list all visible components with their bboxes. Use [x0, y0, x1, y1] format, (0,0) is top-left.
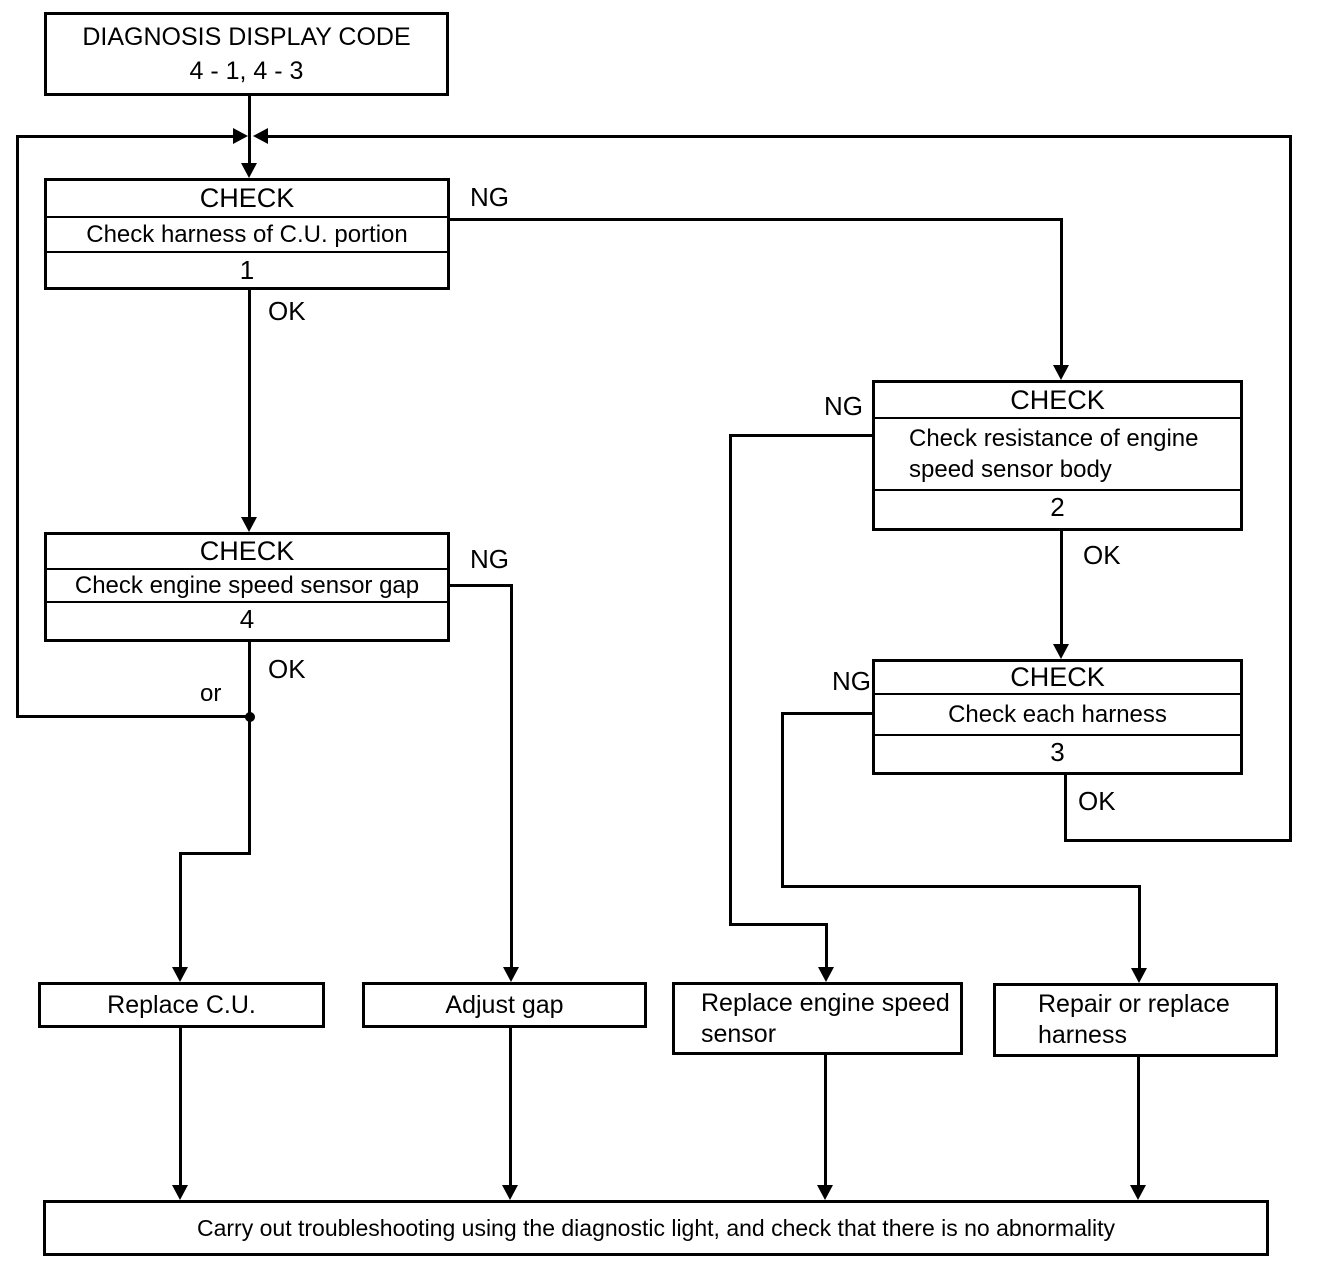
- connector-line: [1289, 135, 1292, 842]
- check-1-number: 1: [47, 251, 447, 287]
- arrowhead-down-icon: [503, 967, 519, 982]
- arrowhead-down-icon: [172, 967, 188, 982]
- check-1-title: CHECK: [199, 183, 295, 213]
- connector-line: [510, 584, 513, 969]
- check-4-ng-label: NG: [470, 544, 509, 574]
- connector-line: [781, 712, 872, 715]
- connector-line: [16, 135, 19, 718]
- arrowhead-left-icon: [253, 128, 268, 144]
- connector-line: [781, 885, 1141, 888]
- connector-line: [825, 923, 828, 969]
- check-2-ok-label: OK: [1083, 540, 1121, 570]
- connector-line: [16, 135, 238, 138]
- check-3-title: CHECK: [1010, 662, 1105, 692]
- check-2-description: Check resistance of engine speed sensor …: [875, 417, 1240, 489]
- arrowhead-down-icon: [502, 1185, 518, 1200]
- check-4-ok-label: OK: [268, 654, 306, 684]
- replace-cu-label: Replace C.U.: [107, 990, 256, 1019]
- arrowhead-down-icon: [1053, 644, 1069, 659]
- arrowhead-down-icon: [1130, 1185, 1146, 1200]
- connector-line: [509, 1028, 512, 1186]
- repair-harness-box: Repair or replace harness: [993, 983, 1278, 1057]
- arrowhead-down-icon: [1131, 968, 1147, 983]
- check-4-title: CHECK: [199, 536, 295, 566]
- connector-line: [1064, 775, 1067, 842]
- connector-line: [1064, 839, 1292, 842]
- check-4-description: Check engine speed sensor gap: [47, 568, 447, 601]
- check-4-box: CHECK Check engine speed sensor gap 4: [44, 532, 450, 642]
- check-3-box: CHECK Check each harness 3: [872, 659, 1243, 775]
- check-2-box: CHECK Check resistance of engine speed s…: [872, 380, 1243, 531]
- connector-line: [179, 852, 182, 969]
- adjust-gap-box: Adjust gap: [362, 982, 647, 1028]
- connector-line: [824, 1055, 827, 1186]
- diagnosis-code-value: 4 - 1, 4 - 3: [189, 57, 304, 85]
- arrowhead-down-icon: [818, 967, 834, 982]
- connector-line: [248, 95, 251, 165]
- check-3-number: 3: [875, 734, 1240, 768]
- repair-harness-label: Repair or replace harness: [1038, 990, 1230, 1049]
- arrowhead-down-icon: [241, 517, 257, 532]
- connector-line: [248, 289, 251, 519]
- arrowhead-right-icon: [233, 128, 248, 144]
- connector-line: [268, 135, 1292, 138]
- check-2-number: 2: [875, 489, 1240, 524]
- check-1-box: CHECK Check harness of C.U. portion 1: [44, 178, 450, 290]
- check-3-ok-label: OK: [1078, 786, 1116, 816]
- connector-line: [16, 715, 252, 718]
- arrowhead-down-icon: [241, 163, 257, 178]
- check-1-description: Check harness of C.U. portion: [47, 216, 447, 251]
- final-instruction-bar: Carry out troubleshooting using the diag…: [43, 1200, 1269, 1256]
- check-1-ng-label: NG: [470, 182, 509, 212]
- connector-line: [1060, 531, 1063, 644]
- check-3-ng-label: NG: [832, 666, 871, 696]
- arrowhead-down-icon: [172, 1185, 188, 1200]
- arrowhead-down-icon: [817, 1185, 833, 1200]
- or-label: or: [200, 680, 222, 707]
- check-4-number: 4: [47, 601, 447, 635]
- connector-line: [450, 584, 513, 587]
- connector-line: [781, 712, 784, 888]
- connector-line: [729, 434, 872, 437]
- check-2-title: CHECK: [1010, 384, 1105, 415]
- check-2-ng-label: NG: [824, 391, 863, 421]
- replace-sensor-label: Replace engine speed sensor: [701, 988, 950, 1048]
- connector-line: [1137, 1057, 1140, 1186]
- connector-line: [729, 434, 732, 926]
- diagnosis-code-box: DIAGNOSIS DISPLAY CODE 4 - 1, 4 - 3: [44, 12, 449, 96]
- connector-line: [248, 642, 251, 855]
- connector-line: [179, 852, 251, 855]
- diagnosis-code-title: DIAGNOSIS DISPLAY CODE: [82, 23, 411, 51]
- replace-sensor-box: Replace engine speed sensor: [672, 982, 963, 1055]
- connector-line: [1060, 218, 1063, 367]
- adjust-gap-label: Adjust gap: [445, 990, 564, 1019]
- replace-cu-box: Replace C.U.: [38, 982, 325, 1028]
- check-3-description: Check each harness: [875, 693, 1240, 734]
- junction-dot-icon: [245, 712, 255, 722]
- final-instruction-text: Carry out troubleshooting using the diag…: [197, 1214, 1115, 1241]
- arrowhead-down-icon: [1053, 365, 1069, 380]
- connector-line: [179, 1028, 182, 1186]
- connector-line: [729, 923, 828, 926]
- connector-line: [1138, 885, 1141, 970]
- check-1-ok-label: OK: [268, 296, 306, 326]
- connector-line: [450, 218, 1063, 221]
